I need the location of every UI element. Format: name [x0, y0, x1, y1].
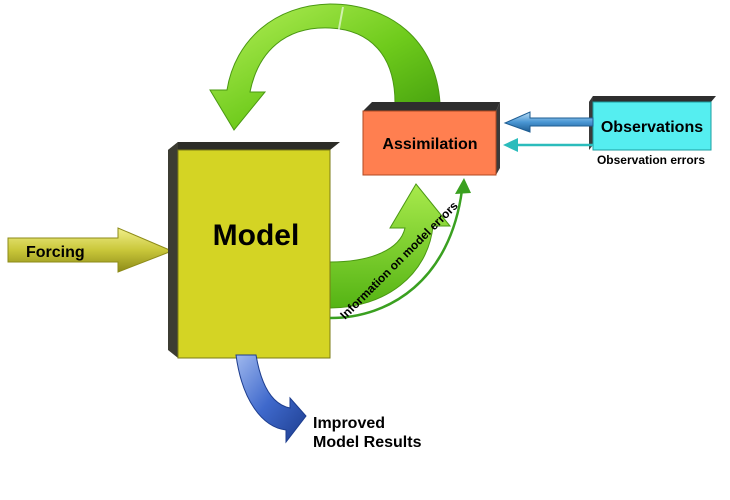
improved-results-line2: Model Results — [313, 434, 422, 451]
observations-box — [589, 96, 716, 151]
model-label: Model — [213, 219, 300, 252]
forcing-arrow — [7, 227, 174, 273]
cycle-arrow-top — [209, 3, 441, 131]
observations-arrow — [503, 111, 594, 133]
observation-errors-arrow — [503, 138, 593, 152]
improved-results-line1: Improved — [313, 415, 385, 432]
model-box — [168, 142, 340, 359]
model-errors-arrow — [329, 178, 471, 320]
assimilation-label: Assimilation — [382, 136, 477, 153]
assimilation-box — [362, 102, 500, 176]
observation-errors-label: Observation errors — [597, 153, 705, 167]
improved-results-arrow — [235, 354, 307, 444]
cycle-arrow-bottom — [329, 183, 452, 309]
observations-label: Observations — [601, 119, 703, 136]
forcing-label: Forcing — [26, 244, 85, 261]
